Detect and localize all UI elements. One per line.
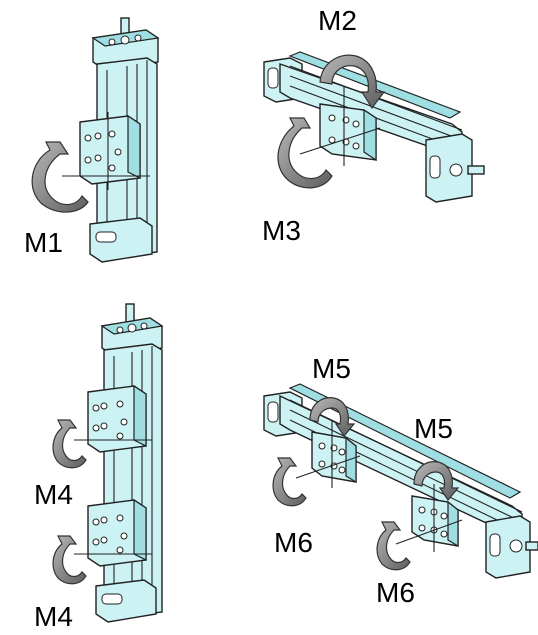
label-m5-left: M5 — [312, 353, 351, 384]
moment-arrow-m4-lower — [52, 535, 87, 585]
moment-arrow-m3 — [277, 117, 333, 189]
label-m5-right: M5 — [414, 413, 453, 444]
actuator-vertical-single — [62, 17, 160, 263]
label-m4-top: M4 — [34, 479, 73, 510]
label-m4-bottom: M4 — [34, 601, 73, 632]
actuator-vertical-dual — [74, 303, 164, 623]
moment-arrow-m6-left — [272, 457, 307, 507]
moment-arrow-m6-right — [376, 521, 411, 571]
label-m1: M1 — [24, 227, 63, 258]
label-m6-right: M6 — [376, 577, 415, 608]
moment-arrow-m5-right — [413, 461, 460, 502]
moment-arrow-m1 — [31, 141, 89, 213]
label-m3: M3 — [262, 215, 301, 246]
label-m6-left: M6 — [274, 527, 313, 558]
moment-arrow-m5-left — [309, 397, 356, 438]
moment-arrow-m2 — [319, 54, 386, 110]
moment-arrow-m4-upper — [52, 419, 87, 469]
label-m2: M2 — [318, 5, 357, 36]
